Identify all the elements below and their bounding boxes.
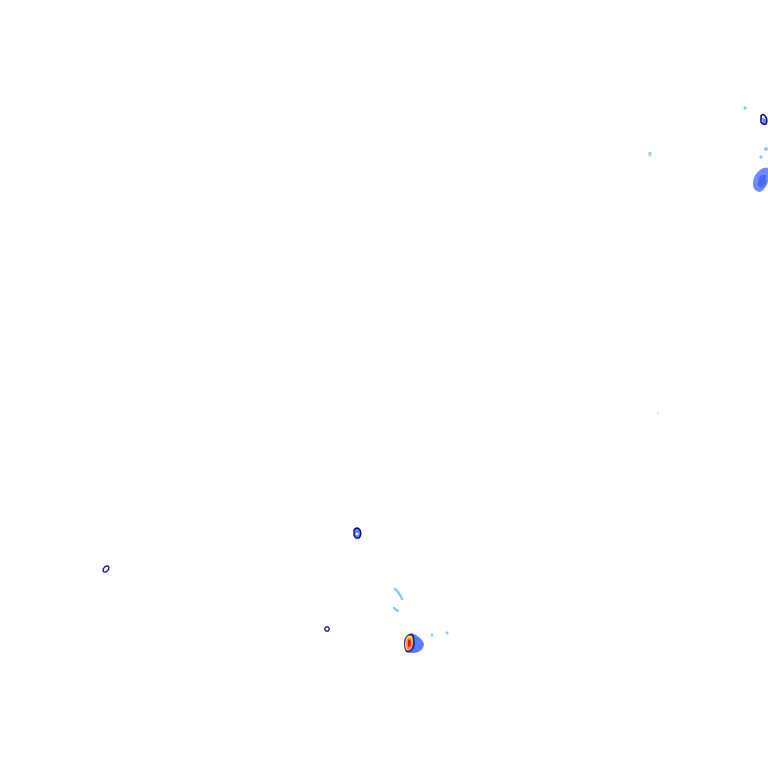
echo-center-south-cell [353,527,362,539]
echo-speck [743,106,747,110]
echo-ring [324,626,330,632]
echo-speck [430,633,434,637]
echo-south-core-cell [404,633,424,653]
echo-patch [762,118,766,124]
echo-speck [759,155,763,159]
echo-northeast-speck [648,151,659,414]
echo-streak [392,606,400,613]
echo-south-small-ring [324,626,330,632]
echo-ring [102,565,110,573]
echo-speck [648,151,652,157]
echo-red [408,639,411,647]
echo-blob-core [757,174,766,188]
echo-core [355,532,359,536]
echo-streak [393,587,404,601]
echo-south-streaks [392,587,449,637]
echo-speck [445,631,449,635]
echo-northeast-cluster [743,106,768,192]
echo-ring [760,113,768,126]
echo-speck [764,147,768,151]
echo-speck [657,412,659,414]
echo-west-ring [102,565,110,573]
